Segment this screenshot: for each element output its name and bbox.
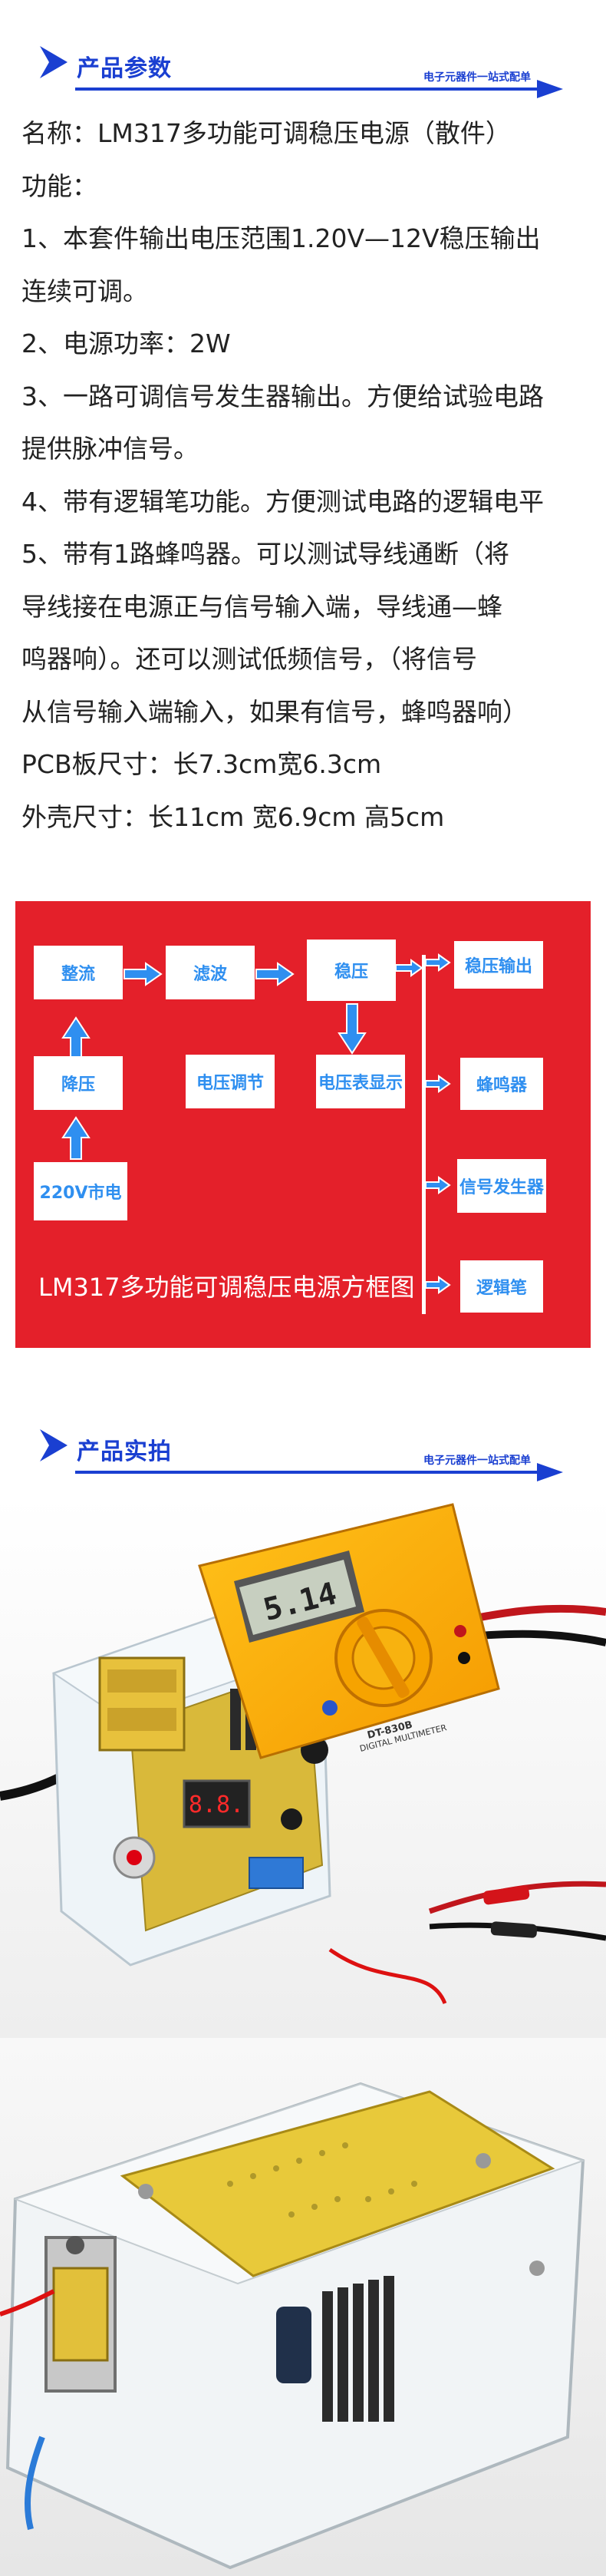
product-photo-art-2 [0,2038,606,2576]
spec-line: 鸣器响）。还可以测试低频信号，（将信号 [21,644,477,674]
box-filter: 滤波 [166,946,255,999]
box-regulate: 稳压 [307,940,396,1001]
arrow-right-icon [425,1075,451,1093]
section-arrow-icon [40,46,68,78]
spec-line: 外壳尺寸：长11cm 宽6.9cm 高5cm [21,801,445,832]
arrow-right-icon [124,962,163,986]
block-diagram: 整流 滤波 稳压 降压 电压调节 电压表显示 220V市电 稳压输出 蜂鸣器 信… [15,901,591,1348]
spec-line: 导线接在电源正与信号输入端，导线通—蜂 [21,591,502,622]
section-tag: 电子元器件一站式配单 [423,71,531,84]
section-rule [75,1471,543,1474]
section-arrow-icon [40,1429,68,1461]
product-photo-with-multimeter: 8.8. 5.14 DT-830B DIGITAL MULTIMETER [0,1497,606,2038]
product-photo-closeup [0,2038,606,2576]
arrow-right-icon [255,962,295,986]
spec-line: 提供脉冲信号。 [21,434,199,464]
box-voltmeter: 电压表显示 [316,1055,405,1108]
rule-arrowhead-icon [537,80,563,98]
arrow-right-icon [425,1176,451,1194]
diagram-arrows [61,953,451,1314]
spec-line: 3、一路可调信号发生器输出。方便给试验电路 [21,381,544,411]
box-stepdown: 降压 [34,1056,123,1110]
arrow-right-icon [425,1276,451,1294]
output-bus-line [422,955,426,1314]
svg-text:8.8.: 8.8. [189,1792,244,1818]
product-photo-art: 8.8. 5.14 DT-830B DIGITAL MULTIMETER [0,1497,606,2038]
spec-line: 从信号输入端输入，如果有信号，蜂鸣器响） [21,696,528,727]
section-title: 产品参数 [77,55,172,82]
spec-line: 连续可调。 [21,276,148,306]
spec-list: 名称：LM317多功能可调稳压电源（散件） 功能： 1、本套件输出电压范围1.2… [21,107,597,844]
arrow-right-icon [395,959,423,977]
box-mains: 220V市电 [34,1162,127,1220]
arrow-down-icon [338,1003,367,1055]
spec-line: 功能： [21,170,97,201]
arrow-right-icon [425,953,451,972]
section-header-params: 产品参数 电子元器件一站式配单 [0,14,606,98]
arrow-up-icon [61,1116,91,1160]
section-tag: 电子元器件一站式配单 [423,1455,531,1467]
box-regulated-out: 稳压输出 [454,941,543,989]
spec-line: 4、带有逻辑笔功能。方便测试电路的逻辑电平 [21,486,544,517]
box-logic-pen: 逻辑笔 [460,1260,543,1313]
box-buzzer: 蜂鸣器 [460,1058,543,1110]
diagram-title: LM317多功能可调稳压电源方框图 [38,1273,415,1302]
section-rule [75,88,543,91]
spec-line: 2、电源功率：2W [21,329,231,358]
spec-line: PCB板尺寸：长7.3cm宽6.3cm [21,749,382,779]
box-rectify: 整流 [34,946,123,999]
rule-arrowhead-icon [537,1463,563,1481]
spec-line: 1、本套件输出电压范围1.20V—12V稳压输出 [21,223,541,253]
section-header-photos: 产品实拍 电子元器件一站式配单 [0,1397,606,1481]
section-title: 产品实拍 [77,1438,172,1465]
spec-line: 5、带有1路蜂鸣器。可以测试导线通断（将 [21,539,509,569]
spec-line: 名称：LM317多功能可调稳压电源（散件） [21,118,511,148]
box-signal-gen: 信号发生器 [457,1159,546,1213]
box-voltage-adjust: 电压调节 [186,1055,275,1108]
